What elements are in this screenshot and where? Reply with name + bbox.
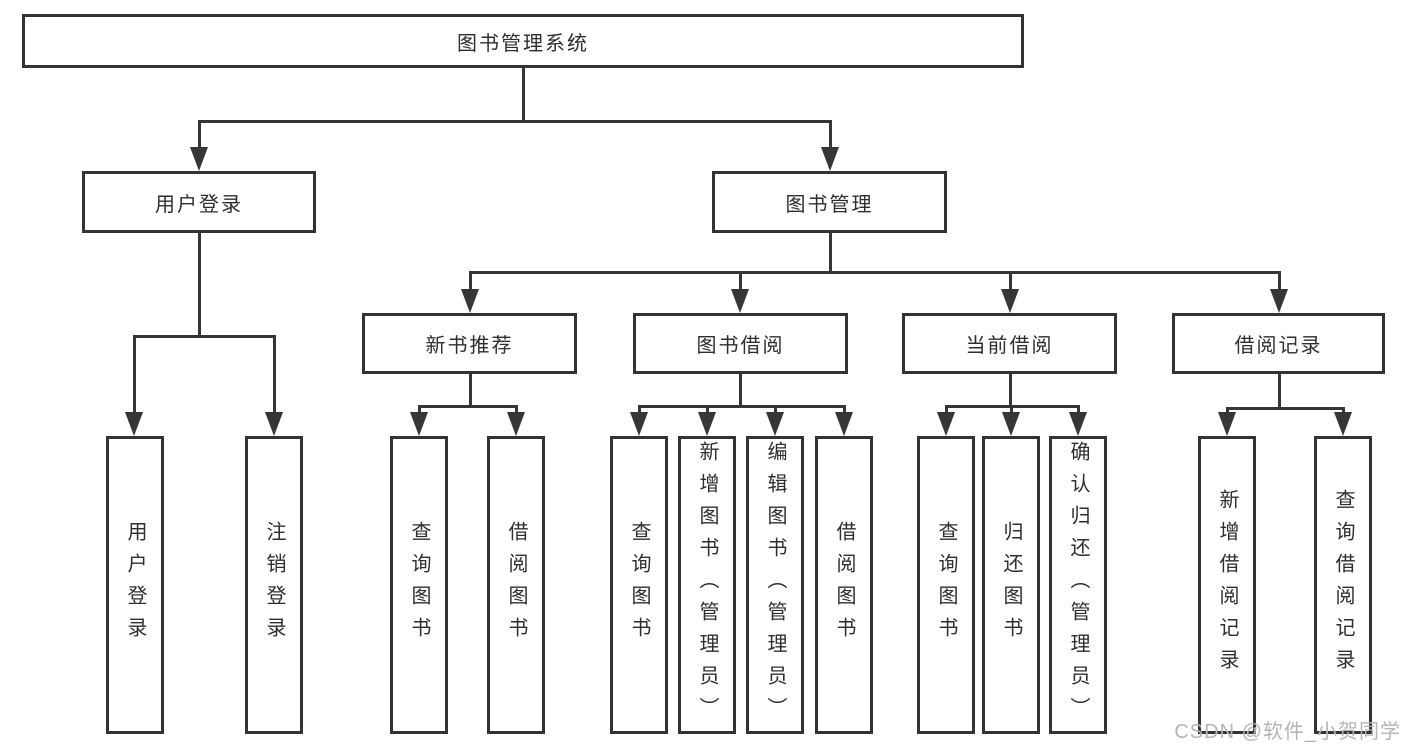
connector-line: [1277, 374, 1281, 408]
node-book-borrowing: 图书借阅: [633, 313, 848, 374]
node-library-system: 图书管理系统: [22, 14, 1024, 68]
node-new-book-recommend: 新书推荐: [362, 313, 577, 374]
connector-line: [468, 270, 1281, 274]
arrowhead-icon: [937, 412, 955, 436]
arrowhead-icon: [821, 147, 839, 171]
leaf-logout: 注销登录: [245, 436, 303, 734]
leaf-query-books-borrowing: 查询图书: [610, 436, 668, 734]
watermark: CSDN @软件_小贺同学: [1174, 721, 1401, 743]
connector-line: [1225, 406, 1345, 410]
connector-line: [828, 233, 832, 272]
connector-line: [521, 68, 525, 121]
arrowhead-icon: [1218, 412, 1236, 436]
node-user-login: 用户登录: [82, 171, 316, 233]
arrowhead-icon: [265, 412, 283, 436]
node-book-management: 图书管理: [712, 171, 947, 233]
leaf-return-books: 归还图书: [982, 436, 1040, 734]
connector-line: [197, 119, 832, 123]
connector-line: [197, 233, 201, 336]
arrowhead-icon: [1270, 289, 1288, 313]
connector-line: [637, 404, 846, 408]
arrowhead-icon: [1334, 412, 1352, 436]
connector-line: [417, 404, 518, 408]
arrowhead-icon: [1069, 412, 1087, 436]
arrowhead-icon: [698, 412, 716, 436]
connector-line: [272, 336, 276, 430]
leaf-add-book-admin: 新增图书（管理员）: [678, 436, 736, 734]
arrowhead-icon: [835, 412, 853, 436]
leaf-query-books-recommend: 查询图书: [390, 436, 448, 734]
connector-line: [132, 334, 276, 338]
arrowhead-icon: [630, 412, 648, 436]
arrowhead-icon: [766, 412, 784, 436]
node-current-borrowing: 当前借阅: [902, 313, 1117, 374]
connector-line: [197, 121, 201, 165]
connector-line: [738, 374, 742, 406]
arrowhead-icon: [507, 412, 525, 436]
connector-line: [1008, 374, 1012, 406]
node-borrowing-records: 借阅记录: [1172, 313, 1385, 374]
leaf-borrow-books-borrowing: 借阅图书: [815, 436, 873, 734]
leaf-add-borrow-record: 新增借阅记录: [1198, 436, 1256, 734]
arrowhead-icon: [461, 289, 479, 313]
connector-line: [132, 336, 136, 430]
arrowhead-icon: [410, 412, 428, 436]
connector-line: [828, 121, 832, 165]
leaf-borrow-books-recommend: 借阅图书: [487, 436, 545, 734]
leaf-query-books-current: 查询图书: [917, 436, 975, 734]
arrowhead-icon: [731, 289, 749, 313]
connector-line: [468, 374, 472, 406]
arrowhead-icon: [1001, 289, 1019, 313]
leaf-query-borrow-record: 查询借阅记录: [1314, 436, 1372, 734]
arrowhead-icon: [1002, 412, 1020, 436]
leaf-edit-book-admin: 编辑图书（管理员）: [746, 436, 804, 734]
leaf-confirm-return-admin: 确认归还（管理员）: [1049, 436, 1107, 734]
arrowhead-icon: [190, 147, 208, 171]
arrowhead-icon: [125, 412, 143, 436]
leaf-user-login: 用户登录: [106, 436, 164, 734]
